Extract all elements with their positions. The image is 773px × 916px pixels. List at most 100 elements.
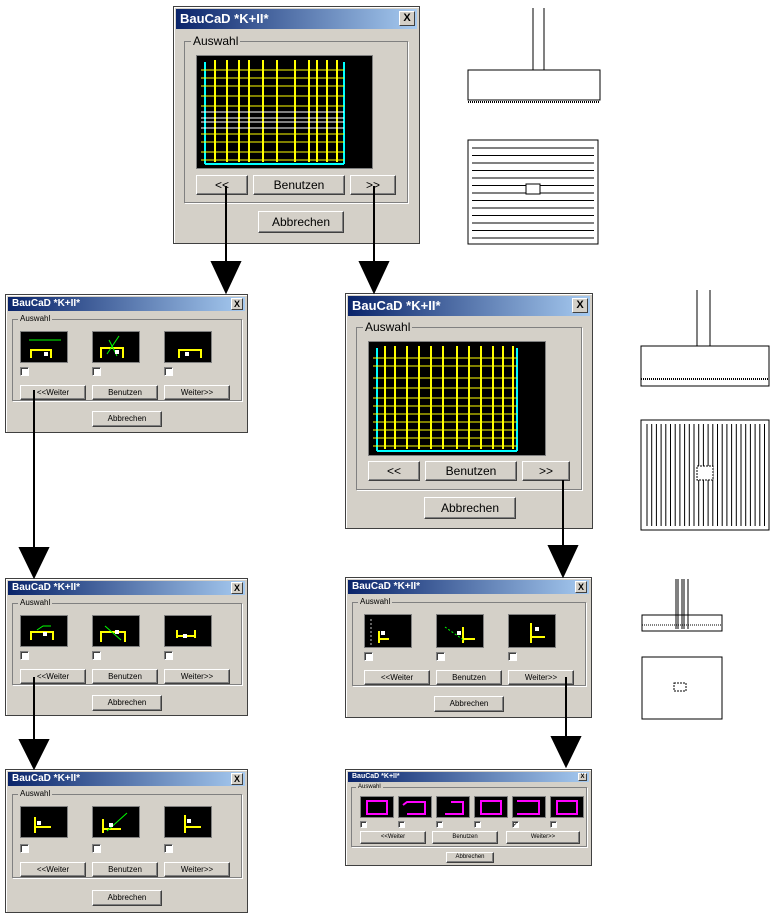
next-button[interactable]: >> (522, 461, 570, 481)
prev-button[interactable]: <<Weiter (360, 831, 426, 844)
close-button[interactable]: X (578, 773, 587, 781)
option-2-checkbox[interactable] (398, 821, 405, 828)
preview-option-2[interactable] (92, 615, 140, 647)
group-label: Auswahl (18, 598, 53, 608)
option-1-checkbox[interactable] (20, 844, 29, 853)
option-1-checkbox[interactable] (364, 652, 373, 661)
option-3-checkbox[interactable] (164, 367, 173, 376)
close-button[interactable]: X (572, 298, 588, 313)
option-2-checkbox[interactable] (436, 652, 445, 661)
title-bar[interactable]: BauCaD *K+II* X (348, 772, 589, 782)
cancel-button[interactable]: Abbrechen (92, 890, 162, 906)
next-button[interactable]: Weiter>> (164, 385, 230, 400)
preview-option-6[interactable] (550, 796, 584, 818)
option-3-checkbox[interactable] (164, 651, 173, 660)
preview-option-3[interactable] (164, 331, 212, 363)
prev-button[interactable]: <<Weiter (20, 669, 86, 684)
preview-option-1[interactable] (20, 806, 68, 838)
preview-option-1[interactable] (20, 615, 68, 647)
close-button[interactable]: X (231, 773, 243, 785)
preview-option-2[interactable] (92, 331, 140, 363)
arrowhead (18, 547, 50, 580)
close-button[interactable]: X (231, 582, 243, 594)
prev-button[interactable]: <<Weiter (364, 670, 430, 685)
drawing-small (641, 579, 723, 720)
use-button[interactable]: Benutzen (253, 175, 345, 195)
prev-button[interactable]: <<Weiter (20, 862, 86, 877)
preview-option-2[interactable] (436, 614, 484, 648)
preview-option-1[interactable] (360, 796, 394, 818)
option-2-checkbox[interactable] (92, 844, 101, 853)
group-label: Auswahl (363, 320, 413, 334)
use-button[interactable]: Benutzen (92, 862, 158, 877)
preview-option-2[interactable] (398, 796, 432, 818)
next-button[interactable]: >> (350, 175, 396, 195)
use-button[interactable]: Benutzen (436, 670, 502, 685)
option-1-checkbox[interactable] (360, 821, 367, 828)
preview-grid-horizontal[interactable] (368, 341, 546, 456)
use-button[interactable]: Benutzen (92, 385, 158, 400)
selection-group: Auswahl (12, 314, 242, 401)
cancel-button[interactable]: Abbrechen (92, 411, 162, 427)
preview-option-3[interactable] (164, 615, 212, 647)
option-2-checkbox[interactable] (92, 651, 101, 660)
cancel-button[interactable]: Abbrechen (92, 695, 162, 711)
option-3-checkbox[interactable] (508, 652, 517, 661)
prev-button[interactable]: << (368, 461, 420, 481)
title-bar[interactable]: BauCaD *K+II* X (8, 297, 245, 311)
dialog-left-2: BauCaD *K+II* X Auswahl <<Weiter Benutze… (5, 578, 248, 716)
group-label: Auswahl (18, 314, 53, 324)
cancel-button[interactable]: Abbrechen (434, 696, 504, 712)
preview-option-1[interactable] (20, 331, 68, 363)
preview-option-1[interactable] (364, 614, 412, 648)
option-1-checkbox[interactable] (20, 367, 29, 376)
close-button[interactable]: X (575, 581, 587, 593)
footing-plan (641, 656, 723, 720)
title-bar[interactable]: BauCaD *K+II* X (176, 9, 417, 29)
option-3-checkbox[interactable] (436, 821, 443, 828)
next-button[interactable]: Weiter>> (506, 831, 580, 844)
title-bar[interactable]: BauCaD *K+II* X (8, 772, 245, 786)
cancel-button[interactable]: Abbrechen (446, 852, 494, 863)
title-bar[interactable]: BauCaD *K+II* X (348, 580, 589, 594)
drawing-mid (640, 290, 770, 531)
option-5-checkbox[interactable]: ✓ (512, 821, 519, 828)
next-button[interactable]: Weiter>> (508, 670, 574, 685)
dialog-left-3: BauCaD *K+II* X Auswahl <<Weiter Benutze… (5, 769, 248, 913)
option-3-checkbox[interactable] (164, 844, 173, 853)
window-title: BauCaD *K+II* (352, 581, 421, 592)
preview-option-3[interactable] (508, 614, 556, 648)
preview-option-5[interactable] (512, 796, 546, 818)
selection-group: Auswahl (12, 789, 242, 878)
dialog-mid-right: BauCaD *K+II* X Auswahl << Benutzen >> A… (345, 293, 593, 529)
use-button[interactable]: Benutzen (92, 669, 158, 684)
cancel-button[interactable]: Abbrechen (424, 497, 516, 519)
preview-option-2[interactable] (92, 806, 140, 838)
group-label: Auswahl (18, 789, 53, 799)
use-button[interactable]: Benutzen (425, 461, 517, 481)
window-title: BauCaD *K+II* (352, 298, 441, 313)
selection-group: Auswahl (352, 597, 586, 686)
next-button[interactable]: Weiter>> (164, 862, 230, 877)
window-title: BauCaD *K+II* (12, 773, 81, 784)
selection-group: Auswahl (356, 320, 582, 490)
option-1-checkbox[interactable] (20, 651, 29, 660)
use-button[interactable]: Benutzen (432, 831, 498, 844)
prev-button[interactable]: <<Weiter (20, 385, 86, 400)
title-bar[interactable]: BauCaD *K+II* X (8, 581, 245, 595)
close-button[interactable]: X (231, 298, 243, 310)
title-bar[interactable]: BauCaD *K+II* X (348, 296, 590, 316)
preview-option-3[interactable] (436, 796, 470, 818)
preview-option-3[interactable] (164, 806, 212, 838)
close-button[interactable]: X (399, 11, 415, 26)
option-2-checkbox[interactable] (92, 367, 101, 376)
cancel-button[interactable]: Abbrechen (258, 211, 344, 233)
preview-option-4[interactable] (474, 796, 508, 818)
preview-grid-vertical[interactable] (196, 55, 373, 169)
option-6-checkbox[interactable] (550, 821, 557, 828)
option-4-checkbox[interactable] (474, 821, 481, 828)
column-elevation (467, 8, 601, 103)
next-button[interactable]: Weiter>> (164, 669, 230, 684)
selection-group: Auswahl (351, 783, 587, 847)
